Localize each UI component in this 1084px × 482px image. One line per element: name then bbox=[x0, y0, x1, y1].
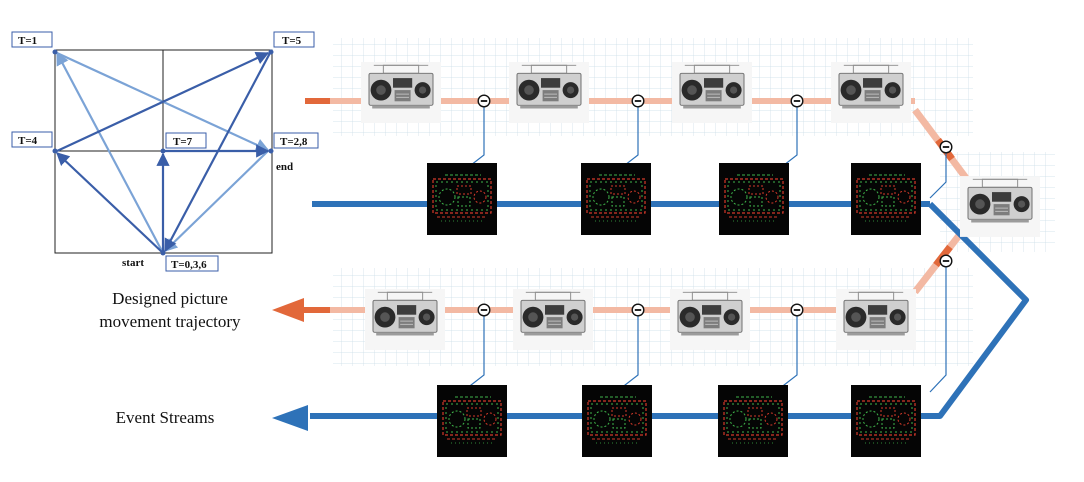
minus-circle-icon bbox=[790, 94, 804, 108]
minus-circle-icon bbox=[477, 303, 491, 317]
radio-photo bbox=[831, 61, 911, 124]
traj-point-T5 bbox=[268, 49, 274, 55]
event-frame bbox=[582, 385, 652, 457]
tag-T1: T=1 bbox=[11, 31, 53, 48]
movement-legend-line1: Designed picture bbox=[112, 289, 228, 308]
legend: Designed picture movement trajectory Eve… bbox=[99, 289, 241, 427]
event-frame bbox=[427, 163, 497, 235]
tag-T7: T=7 bbox=[165, 132, 207, 149]
traj-point-T1 bbox=[52, 49, 58, 55]
tag-T036-text: T=0,3,6 bbox=[171, 259, 207, 271]
event-frame bbox=[437, 385, 507, 457]
movement-legend-line2: movement trajectory bbox=[99, 312, 241, 331]
event-frame bbox=[851, 163, 921, 235]
radio-photo bbox=[361, 61, 441, 124]
event-frame bbox=[719, 163, 789, 235]
radio-photo bbox=[670, 288, 750, 351]
traj-point-T4 bbox=[52, 148, 58, 154]
tag-T036: T=0,3,6 bbox=[165, 255, 219, 272]
trajectory-plot: T=1 T=5 T=4 T=7 T=2,8 T=0,3,6 start end bbox=[11, 31, 319, 272]
traj-arrow-4-5 bbox=[56, 52, 270, 152]
event-row-top bbox=[427, 163, 921, 235]
minus-circle-icon bbox=[477, 94, 491, 108]
traj-point-T036 bbox=[160, 250, 166, 256]
tag-T5-text: T=5 bbox=[282, 35, 302, 47]
event-frame bbox=[718, 385, 788, 457]
minus-circle-icon bbox=[631, 94, 645, 108]
minus-circle-icon bbox=[631, 303, 645, 317]
tag-T4: T=4 bbox=[11, 131, 53, 148]
orange-output-arrowhead bbox=[272, 298, 304, 322]
traj-point-T28 bbox=[268, 148, 274, 154]
radio-photo bbox=[836, 288, 916, 351]
tag-T5: T=5 bbox=[273, 31, 315, 48]
traj-arrow-3-4 bbox=[56, 152, 164, 254]
tag-T28: T=2,8 bbox=[273, 132, 319, 149]
tag-T28-text: T=2,8 bbox=[280, 136, 308, 148]
minus-circle-icon bbox=[790, 303, 804, 317]
tag-T1-text: T=1 bbox=[18, 35, 37, 47]
traj-point-T7 bbox=[160, 148, 166, 154]
start-label: start bbox=[122, 257, 144, 269]
event-frame bbox=[851, 385, 921, 457]
tag-T4-text: T=4 bbox=[18, 135, 38, 147]
radio-photo bbox=[509, 61, 589, 124]
events-legend: Event Streams bbox=[116, 408, 215, 427]
event-frame bbox=[581, 163, 651, 235]
traj-arrow-2-3 bbox=[164, 150, 269, 252]
minus-circle-icon bbox=[939, 140, 953, 154]
tag-T7-text: T=7 bbox=[173, 136, 193, 148]
radio-photo bbox=[365, 288, 445, 351]
radio-photo bbox=[513, 288, 593, 351]
event-row-bottom bbox=[437, 385, 921, 457]
traj-arrow-0-1 bbox=[56, 51, 164, 254]
end-label: end bbox=[276, 161, 293, 173]
radio-photo bbox=[960, 175, 1040, 238]
blue-output-arrowhead bbox=[272, 405, 308, 431]
minus-circle-icon bbox=[939, 254, 953, 268]
radio-photo bbox=[672, 61, 752, 124]
